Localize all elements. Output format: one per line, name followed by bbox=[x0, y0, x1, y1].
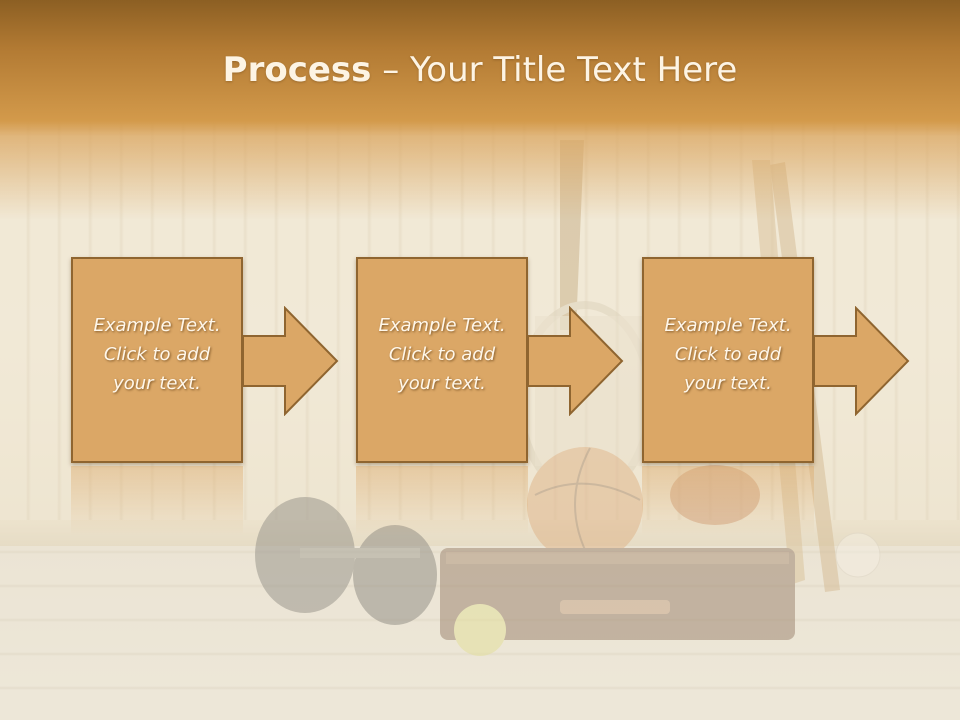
step-text-line: your text. bbox=[684, 373, 772, 394]
step-text-line: Example Text. bbox=[664, 315, 792, 336]
right-arrow-icon bbox=[814, 306, 910, 416]
process-step-2[interactable]: Example Text. Click to add your text. bbox=[356, 257, 528, 463]
step-text-line: your text. bbox=[113, 373, 201, 394]
process-step-1[interactable]: Example Text. Click to add your text. bbox=[71, 257, 243, 463]
step-text-line: Click to add bbox=[674, 344, 782, 365]
title-bold: Process bbox=[222, 50, 372, 90]
step-text-line: Example Text. bbox=[93, 315, 221, 336]
step-text-line: Example Text. bbox=[378, 315, 506, 336]
right-arrow-icon bbox=[243, 306, 339, 416]
step-text-line: your text. bbox=[398, 373, 486, 394]
step-text-line: Click to add bbox=[103, 344, 211, 365]
step-text-line: Click to add bbox=[388, 344, 496, 365]
step-2-text: Example Text. Click to add your text. bbox=[358, 311, 526, 398]
step-1-text: Example Text. Click to add your text. bbox=[73, 311, 241, 398]
header-band bbox=[0, 0, 960, 220]
step-1-reflection bbox=[71, 466, 243, 536]
right-arrow-icon bbox=[528, 306, 624, 416]
process-step-3[interactable]: Example Text. Click to add your text. bbox=[642, 257, 814, 463]
slide-title[interactable]: Process – Your Title Text Here bbox=[0, 50, 960, 90]
step-2-reflection bbox=[356, 466, 528, 536]
title-dash: – bbox=[371, 50, 411, 90]
title-rest: Your Title Text Here bbox=[410, 50, 738, 90]
step-3-text: Example Text. Click to add your text. bbox=[644, 311, 812, 398]
step-3-reflection bbox=[642, 466, 814, 536]
